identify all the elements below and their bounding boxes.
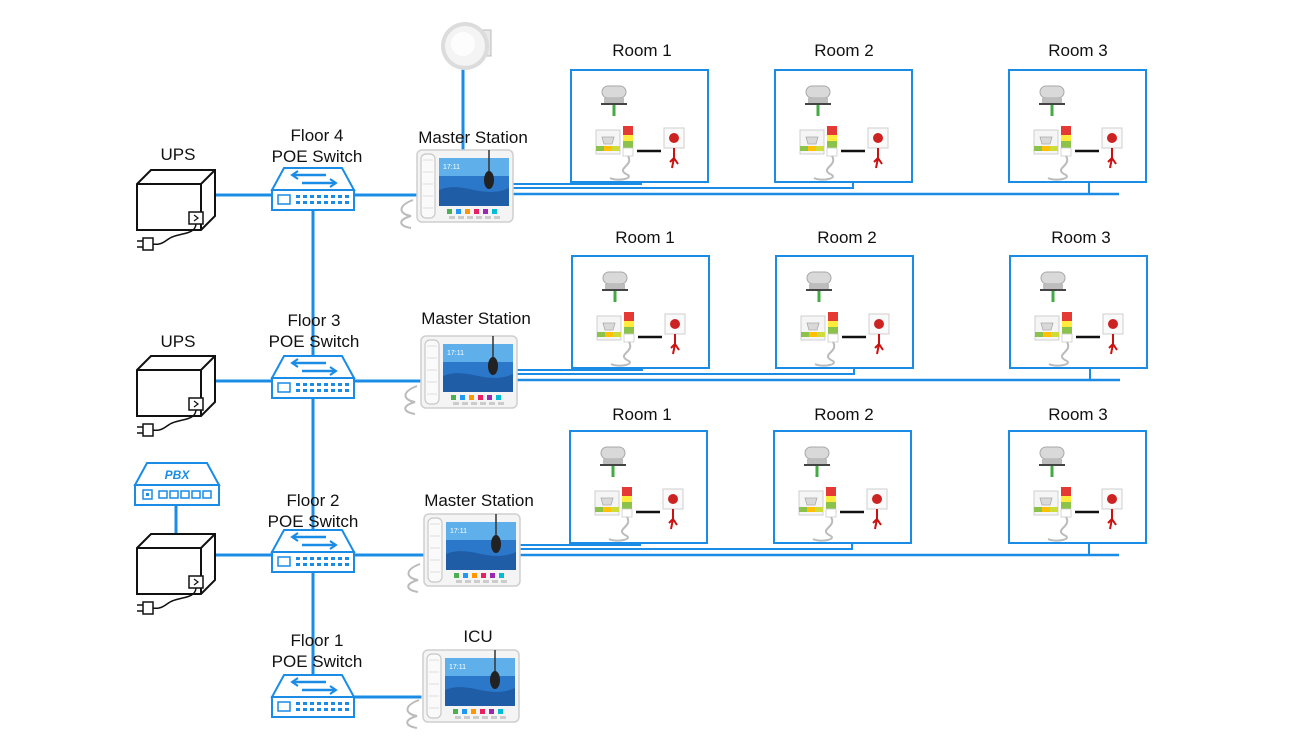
ups-icon-floor4 (136, 169, 216, 251)
room-floor4-1-bedside-unit-icon (595, 126, 634, 181)
ups-icon-floor2 (136, 533, 216, 615)
room-floor2-3-bedside-unit-icon (1033, 487, 1072, 542)
room-floor3-2-bedside-unit-icon (800, 312, 839, 367)
room-label-floor4-room1: Room 1 (612, 41, 672, 60)
room-floor2-1-bedside-unit-icon (594, 487, 633, 542)
room-floor4-3-box (1008, 69, 1147, 183)
room-floor2-3-emergency-pull-cord-icon (1101, 488, 1123, 530)
ups-label-floor4: UPS (160, 145, 196, 164)
room-floor3-3-box (1009, 255, 1148, 369)
room-floor3-2-emergency-pull-cord-icon (868, 313, 890, 355)
room-floor3-1-dome-light-icon (602, 271, 628, 302)
svg-text:17:11: 17:11 (450, 528, 467, 535)
room-floor4-3-emergency-pull-cord-icon (1101, 127, 1123, 169)
room-label-floor3-room1: Room 1 (615, 228, 675, 247)
ups-label-floor3: UPS (160, 332, 196, 351)
room-floor3-3-dome-light-icon (1040, 271, 1066, 302)
room-floor4-2-emergency-pull-cord-icon (867, 127, 889, 169)
master-station-phone-icon-floor2: 17:11 (407, 513, 521, 593)
switch-label-floor3-line1: Floor 3 (287, 311, 341, 330)
room-floor3-1-bedside-unit-icon (596, 312, 635, 367)
room-floor4-2-box (774, 69, 913, 183)
pbx-icon: PBX (133, 462, 221, 506)
room-floor4-1-emergency-pull-cord-icon (663, 127, 685, 169)
room-label-floor2-room1: Room 1 (612, 405, 672, 424)
station-label-floor1: ICU (463, 627, 493, 646)
room-label-floor2-room2: Room 2 (814, 405, 874, 424)
room-floor4-1-box (570, 69, 709, 183)
room-floor2-2-emergency-pull-cord-icon (866, 488, 888, 530)
room-label-floor2-room3: Room 3 (1048, 405, 1108, 424)
ceiling-speaker-icon (441, 22, 492, 70)
station-label-floor4: Master Station (418, 128, 528, 147)
svg-text:17:11: 17:11 (447, 350, 464, 357)
icu-station-phone-icon: 17:11 (406, 649, 520, 729)
pbx-label: PBX (165, 468, 191, 482)
room-label-floor3-room3: Room 3 (1051, 228, 1111, 247)
station-label-floor2: Master Station (424, 491, 534, 510)
room-label-floor3-room2: Room 2 (817, 228, 877, 247)
room-floor4-3-dome-light-icon (1039, 85, 1065, 116)
switch-label-floor2-line2: POE Switch (267, 512, 359, 531)
room-floor2-1-dome-light-icon (600, 446, 626, 477)
room-floor4-3-bedside-unit-icon (1033, 126, 1072, 181)
room-floor2-2-bedside-unit-icon (798, 487, 837, 542)
poe-switch-icon-floor4 (270, 167, 356, 211)
svg-text:17:11: 17:11 (449, 664, 466, 671)
switch-label-floor1-line2: POE Switch (271, 652, 363, 671)
switch-label-floor3-line2: POE Switch (268, 332, 360, 351)
room-floor4-2-bedside-unit-icon (799, 126, 838, 181)
room-floor3-1-box (571, 255, 710, 369)
room-floor2-1-box (569, 430, 708, 544)
room-floor3-2-dome-light-icon (806, 271, 832, 302)
svg-text:17:11: 17:11 (443, 164, 460, 171)
room-floor2-3-dome-light-icon (1039, 446, 1065, 477)
station-label-floor3: Master Station (421, 309, 531, 328)
ups-icon-floor3 (136, 355, 216, 437)
room-floor2-2-dome-light-icon (804, 446, 830, 477)
poe-switch-icon-floor3 (270, 355, 356, 399)
room-floor2-3-box (1008, 430, 1147, 544)
room-floor4-1-dome-light-icon (601, 85, 627, 116)
room-floor3-3-emergency-pull-cord-icon (1102, 313, 1124, 355)
master-station-phone-icon-floor4: 17:11 (400, 149, 514, 229)
room-floor4-2-dome-light-icon (805, 85, 831, 116)
room-floor3-1-emergency-pull-cord-icon (664, 313, 686, 355)
room-floor3-2-box (775, 255, 914, 369)
switch-label-floor1-line1: Floor 1 (290, 631, 344, 650)
room-floor3-3-bedside-unit-icon (1034, 312, 1073, 367)
poe-switch-icon-floor2 (270, 529, 356, 573)
switch-label-floor4-line2: POE Switch (271, 147, 363, 166)
room-label-floor4-room3: Room 3 (1048, 41, 1108, 60)
room-floor2-2-box (773, 430, 912, 544)
switch-label-floor4-line1: Floor 4 (290, 126, 344, 145)
room-floor2-1-emergency-pull-cord-icon (662, 488, 684, 530)
switch-label-floor2-line1: Floor 2 (286, 491, 340, 510)
master-station-phone-icon-floor3: 17:11 (404, 335, 518, 415)
poe-switch-icon-floor1 (270, 674, 356, 718)
room-label-floor4-room2: Room 2 (814, 41, 874, 60)
